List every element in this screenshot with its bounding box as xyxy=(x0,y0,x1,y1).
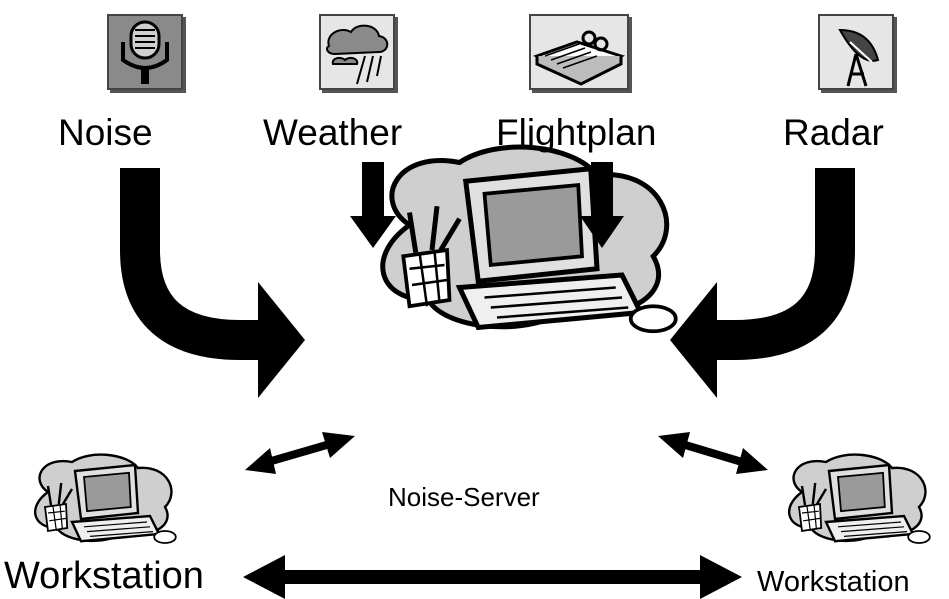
weather-cloud-icon xyxy=(319,14,395,90)
server-computer-icon xyxy=(383,147,676,331)
flightplan-arrow xyxy=(580,162,624,248)
source-label-noise: Noise xyxy=(58,112,153,153)
radar-arrow xyxy=(670,168,855,398)
radar-dish-icon xyxy=(818,14,894,90)
workstation-label-right: Workstation xyxy=(757,566,910,598)
weather-arrow xyxy=(350,162,396,248)
source-label-flightplan: Flightplan xyxy=(496,112,657,153)
planner-book-icon xyxy=(529,14,629,90)
workstation-computer-icon xyxy=(787,453,931,545)
source-label-weather: Weather xyxy=(263,112,403,153)
source-label-radar: Radar xyxy=(783,112,884,153)
left-exchange-arrow xyxy=(245,432,355,474)
noise-arrow xyxy=(120,168,305,398)
microphone-icon xyxy=(107,14,183,90)
server-label: Noise-Server xyxy=(388,482,540,512)
workstation-computer-icon xyxy=(33,453,178,545)
workstation-link-arrow xyxy=(243,555,742,599)
right-exchange-arrow xyxy=(658,432,768,474)
workstation-label-left: Workstation xyxy=(4,555,204,597)
